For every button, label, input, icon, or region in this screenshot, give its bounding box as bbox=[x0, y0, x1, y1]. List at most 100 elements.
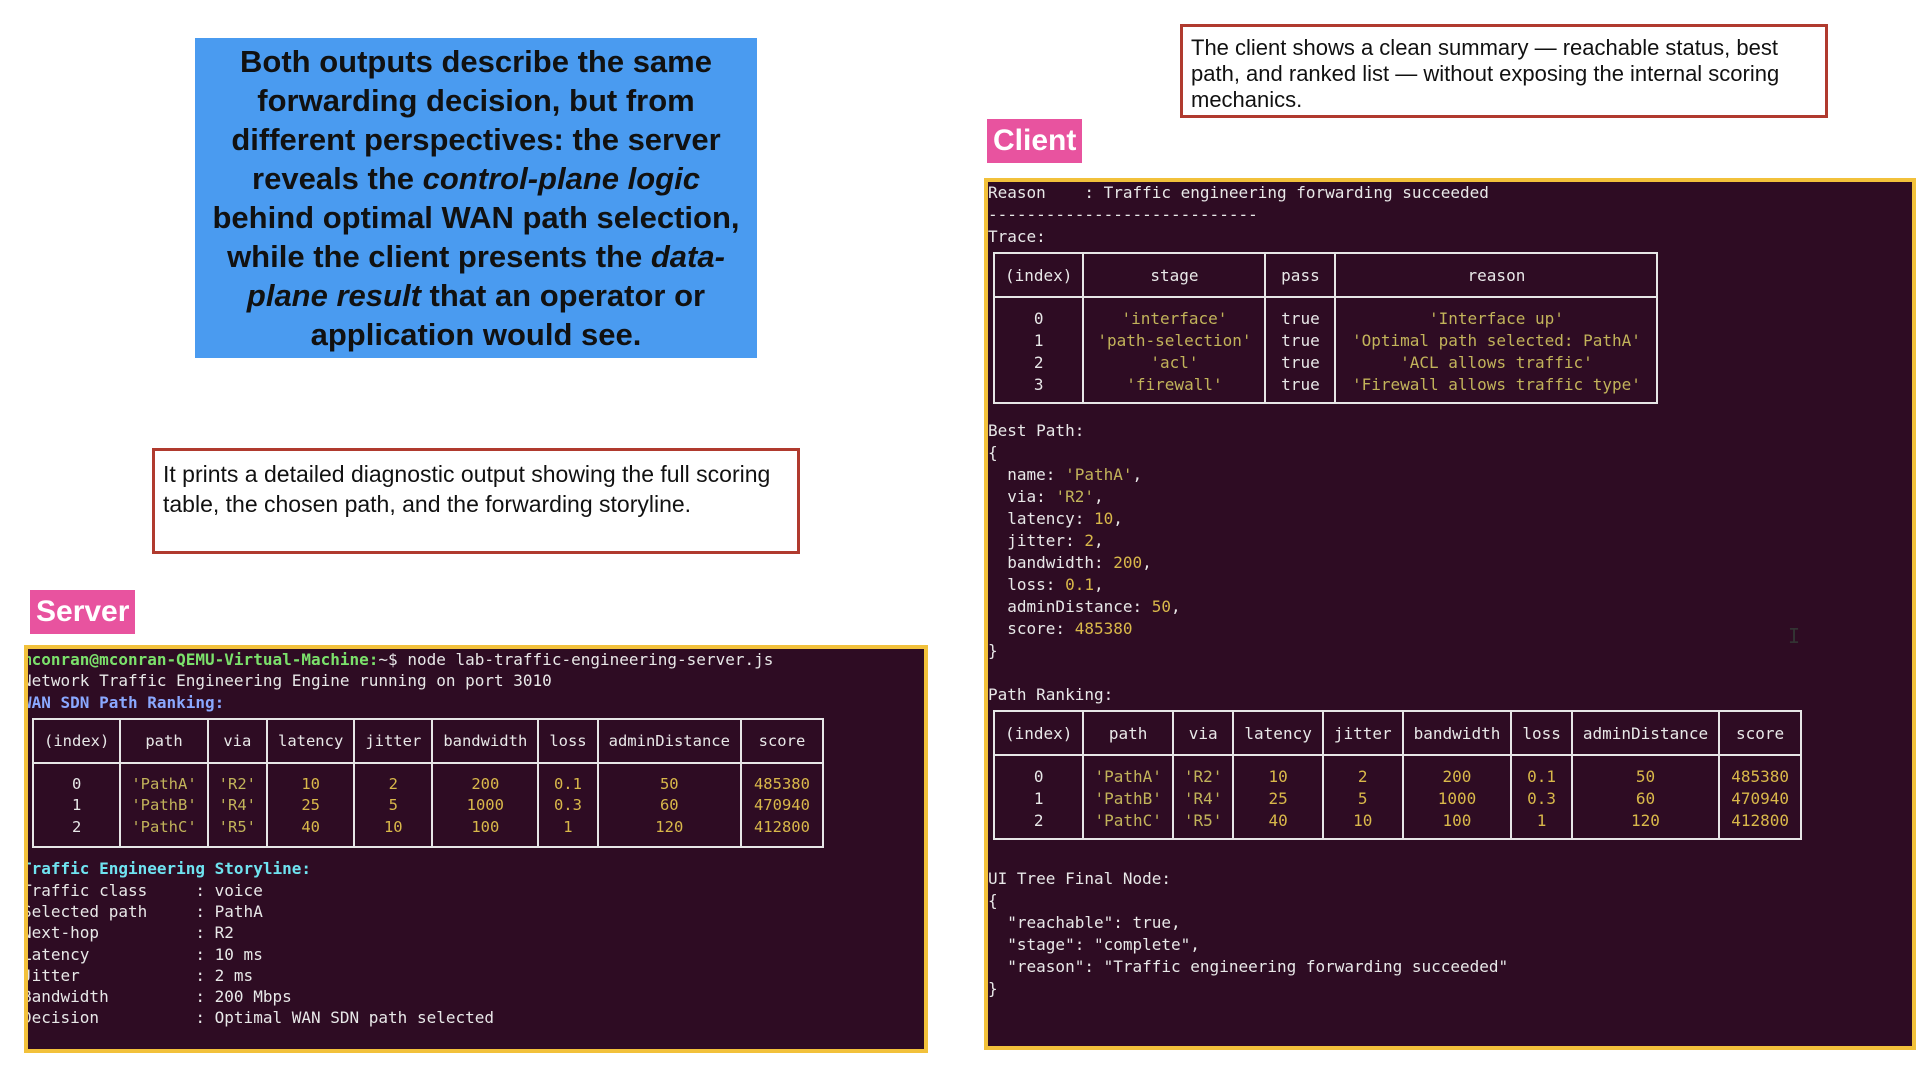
server-note: It prints a detailed diagnostic output s… bbox=[152, 448, 800, 554]
column-header-path: path bbox=[119, 717, 209, 764]
table-cell: 50 bbox=[659, 774, 679, 793]
column-header-loss: loss bbox=[1510, 710, 1573, 756]
storyline-value: R2 bbox=[214, 923, 234, 943]
column-header-via: via bbox=[206, 717, 268, 764]
table-cell: 120 bbox=[1631, 811, 1660, 830]
table-cell: 2 bbox=[1033, 353, 1044, 372]
summary-segment: behind optimal WAN path selection, while… bbox=[212, 200, 740, 274]
column-header-index: (index) bbox=[992, 252, 1085, 298]
table-cell: 'PathB' bbox=[131, 796, 197, 815]
field-key: score: bbox=[988, 619, 1075, 638]
storyline-separator: : bbox=[195, 901, 215, 921]
table-cell: 'R5' bbox=[1183, 811, 1223, 830]
column-path: 'PathA''PathB''PathC' bbox=[1082, 754, 1174, 840]
shell-command: ~$ node lab-traffic-engineering-server.j… bbox=[378, 650, 774, 669]
ui-tree-field: "reason": "Traffic engineering forwardin… bbox=[988, 957, 1509, 976]
best-path-object: name: 'PathA', via: 'R2', latency: 10, j… bbox=[988, 464, 1912, 640]
table-cell: true bbox=[1281, 353, 1320, 372]
field-key: loss: bbox=[988, 575, 1066, 594]
best-path-field: name: 'PathA', bbox=[988, 465, 1143, 484]
table-cell: 60 bbox=[1635, 789, 1656, 808]
table-cell: 'firewall' bbox=[1126, 375, 1223, 394]
table-cell: 5 bbox=[1357, 789, 1368, 808]
storyline-row: Latency : 10 ms bbox=[24, 944, 924, 965]
server-terminal[interactable]: mconran@mconran-QEMU-Virtual-Machine:~$ … bbox=[24, 645, 928, 1053]
column-via: 'R2''R4''R5' bbox=[206, 761, 268, 849]
storyline-value: 200 Mbps bbox=[214, 987, 292, 1007]
storyline-value: Optimal WAN SDN path selected bbox=[214, 1008, 495, 1028]
table-cell: 2 bbox=[1033, 811, 1044, 830]
field-value: 50 bbox=[1151, 597, 1172, 616]
ranking-heading: WAN SDN Path Ranking: bbox=[24, 692, 225, 712]
trace-label: Trace: bbox=[988, 227, 1046, 246]
ui-tree-close-brace: } bbox=[988, 979, 998, 998]
table-cell: 5 bbox=[388, 796, 398, 815]
table-cell: 470940 bbox=[753, 796, 810, 815]
storyline-value: PathA bbox=[214, 901, 263, 921]
table-cell: 'R4' bbox=[1183, 789, 1223, 808]
command-line: mconran@mconran-QEMU-Virtual-Machine:~$ … bbox=[28, 649, 924, 670]
table-cell: 485380 bbox=[1731, 767, 1789, 786]
field-value: 485380 bbox=[1074, 619, 1133, 638]
best-path-close-brace: } bbox=[988, 641, 998, 660]
summary-text: Both outputs describe the same forwardin… bbox=[203, 42, 749, 354]
client-label: Client bbox=[987, 119, 1083, 163]
field-key: bandwidth: bbox=[988, 553, 1114, 572]
table-cell: 'acl' bbox=[1150, 353, 1199, 372]
field-key: via: bbox=[988, 487, 1056, 506]
client-terminal[interactable]: Reason : Traffic engineering forwarding … bbox=[984, 178, 1916, 1050]
storyline-label: Bandwidth bbox=[24, 987, 196, 1007]
ui-tree-field: "reachable": true, bbox=[988, 913, 1181, 932]
table-cell: 'Firewall allows traffic type' bbox=[1351, 375, 1641, 394]
storyline-label: Selected path bbox=[24, 901, 196, 921]
table-cell: 'PathA' bbox=[131, 774, 197, 793]
column-header-latency: latency bbox=[1232, 710, 1324, 756]
storyline-heading: Traffic Engineering Storyline: bbox=[24, 859, 311, 879]
text-cursor-icon: I bbox=[1788, 624, 1801, 648]
table-cell: 10 bbox=[301, 774, 320, 793]
ui-tree-label: UI Tree Final Node: bbox=[988, 869, 1172, 888]
table-cell: 2 bbox=[388, 774, 398, 793]
column-header-loss: loss bbox=[537, 717, 599, 764]
table-cell: 412800 bbox=[1731, 811, 1789, 830]
column-path: 'PathA''PathB''PathC' bbox=[119, 761, 209, 849]
table-cell: 1 bbox=[1033, 331, 1044, 350]
table-cell: 10 bbox=[383, 817, 403, 836]
storyline-label: Latency bbox=[24, 944, 196, 964]
storyline-row: Bandwidth : 200 Mbps bbox=[24, 986, 924, 1007]
storyline-value: 2 ms bbox=[214, 965, 254, 985]
column-header-pass: pass bbox=[1264, 252, 1337, 298]
best-path-field: latency: 10, bbox=[988, 509, 1123, 528]
table-cell: 1000 bbox=[1437, 789, 1477, 808]
ui-tree-object: "reachable": true, "stage": "complete", … bbox=[988, 912, 1912, 978]
reason-line: Reason : Traffic engineering forwarding … bbox=[988, 183, 1489, 202]
summary-box: Both outputs describe the same forwardin… bbox=[195, 38, 757, 358]
field-value: 'R2' bbox=[1055, 487, 1094, 506]
best-path-field: loss: 0.1, bbox=[988, 575, 1104, 594]
storyline-row: Jitter : 2 ms bbox=[28, 965, 924, 986]
client-note: The client shows a clean summary — reach… bbox=[1180, 24, 1828, 118]
best-path-field: bandwidth: 200, bbox=[988, 553, 1152, 572]
column-via: 'R2' 'R4' 'R5' bbox=[1171, 754, 1235, 840]
column-header-latency: latency bbox=[265, 717, 356, 764]
table-cell: 'R2' bbox=[1183, 767, 1223, 786]
field-key: jitter: bbox=[988, 531, 1085, 550]
field-value: 200 bbox=[1113, 553, 1143, 572]
column-header-path: path bbox=[1082, 710, 1174, 756]
column-stage: 'interface''path-selection''acl''firewal… bbox=[1082, 296, 1267, 404]
storyline-row: Decision : Optimal WAN SDN path selected bbox=[24, 1007, 924, 1028]
storyline-label: Decision bbox=[24, 1008, 196, 1028]
column-header-bandwidth: bandwidth bbox=[431, 717, 540, 764]
best-path-label: Best Path: bbox=[988, 421, 1085, 440]
storyline-separator: : bbox=[195, 923, 215, 943]
column-header-score: score bbox=[739, 717, 824, 764]
storyline-label: Next-hop bbox=[24, 923, 196, 943]
